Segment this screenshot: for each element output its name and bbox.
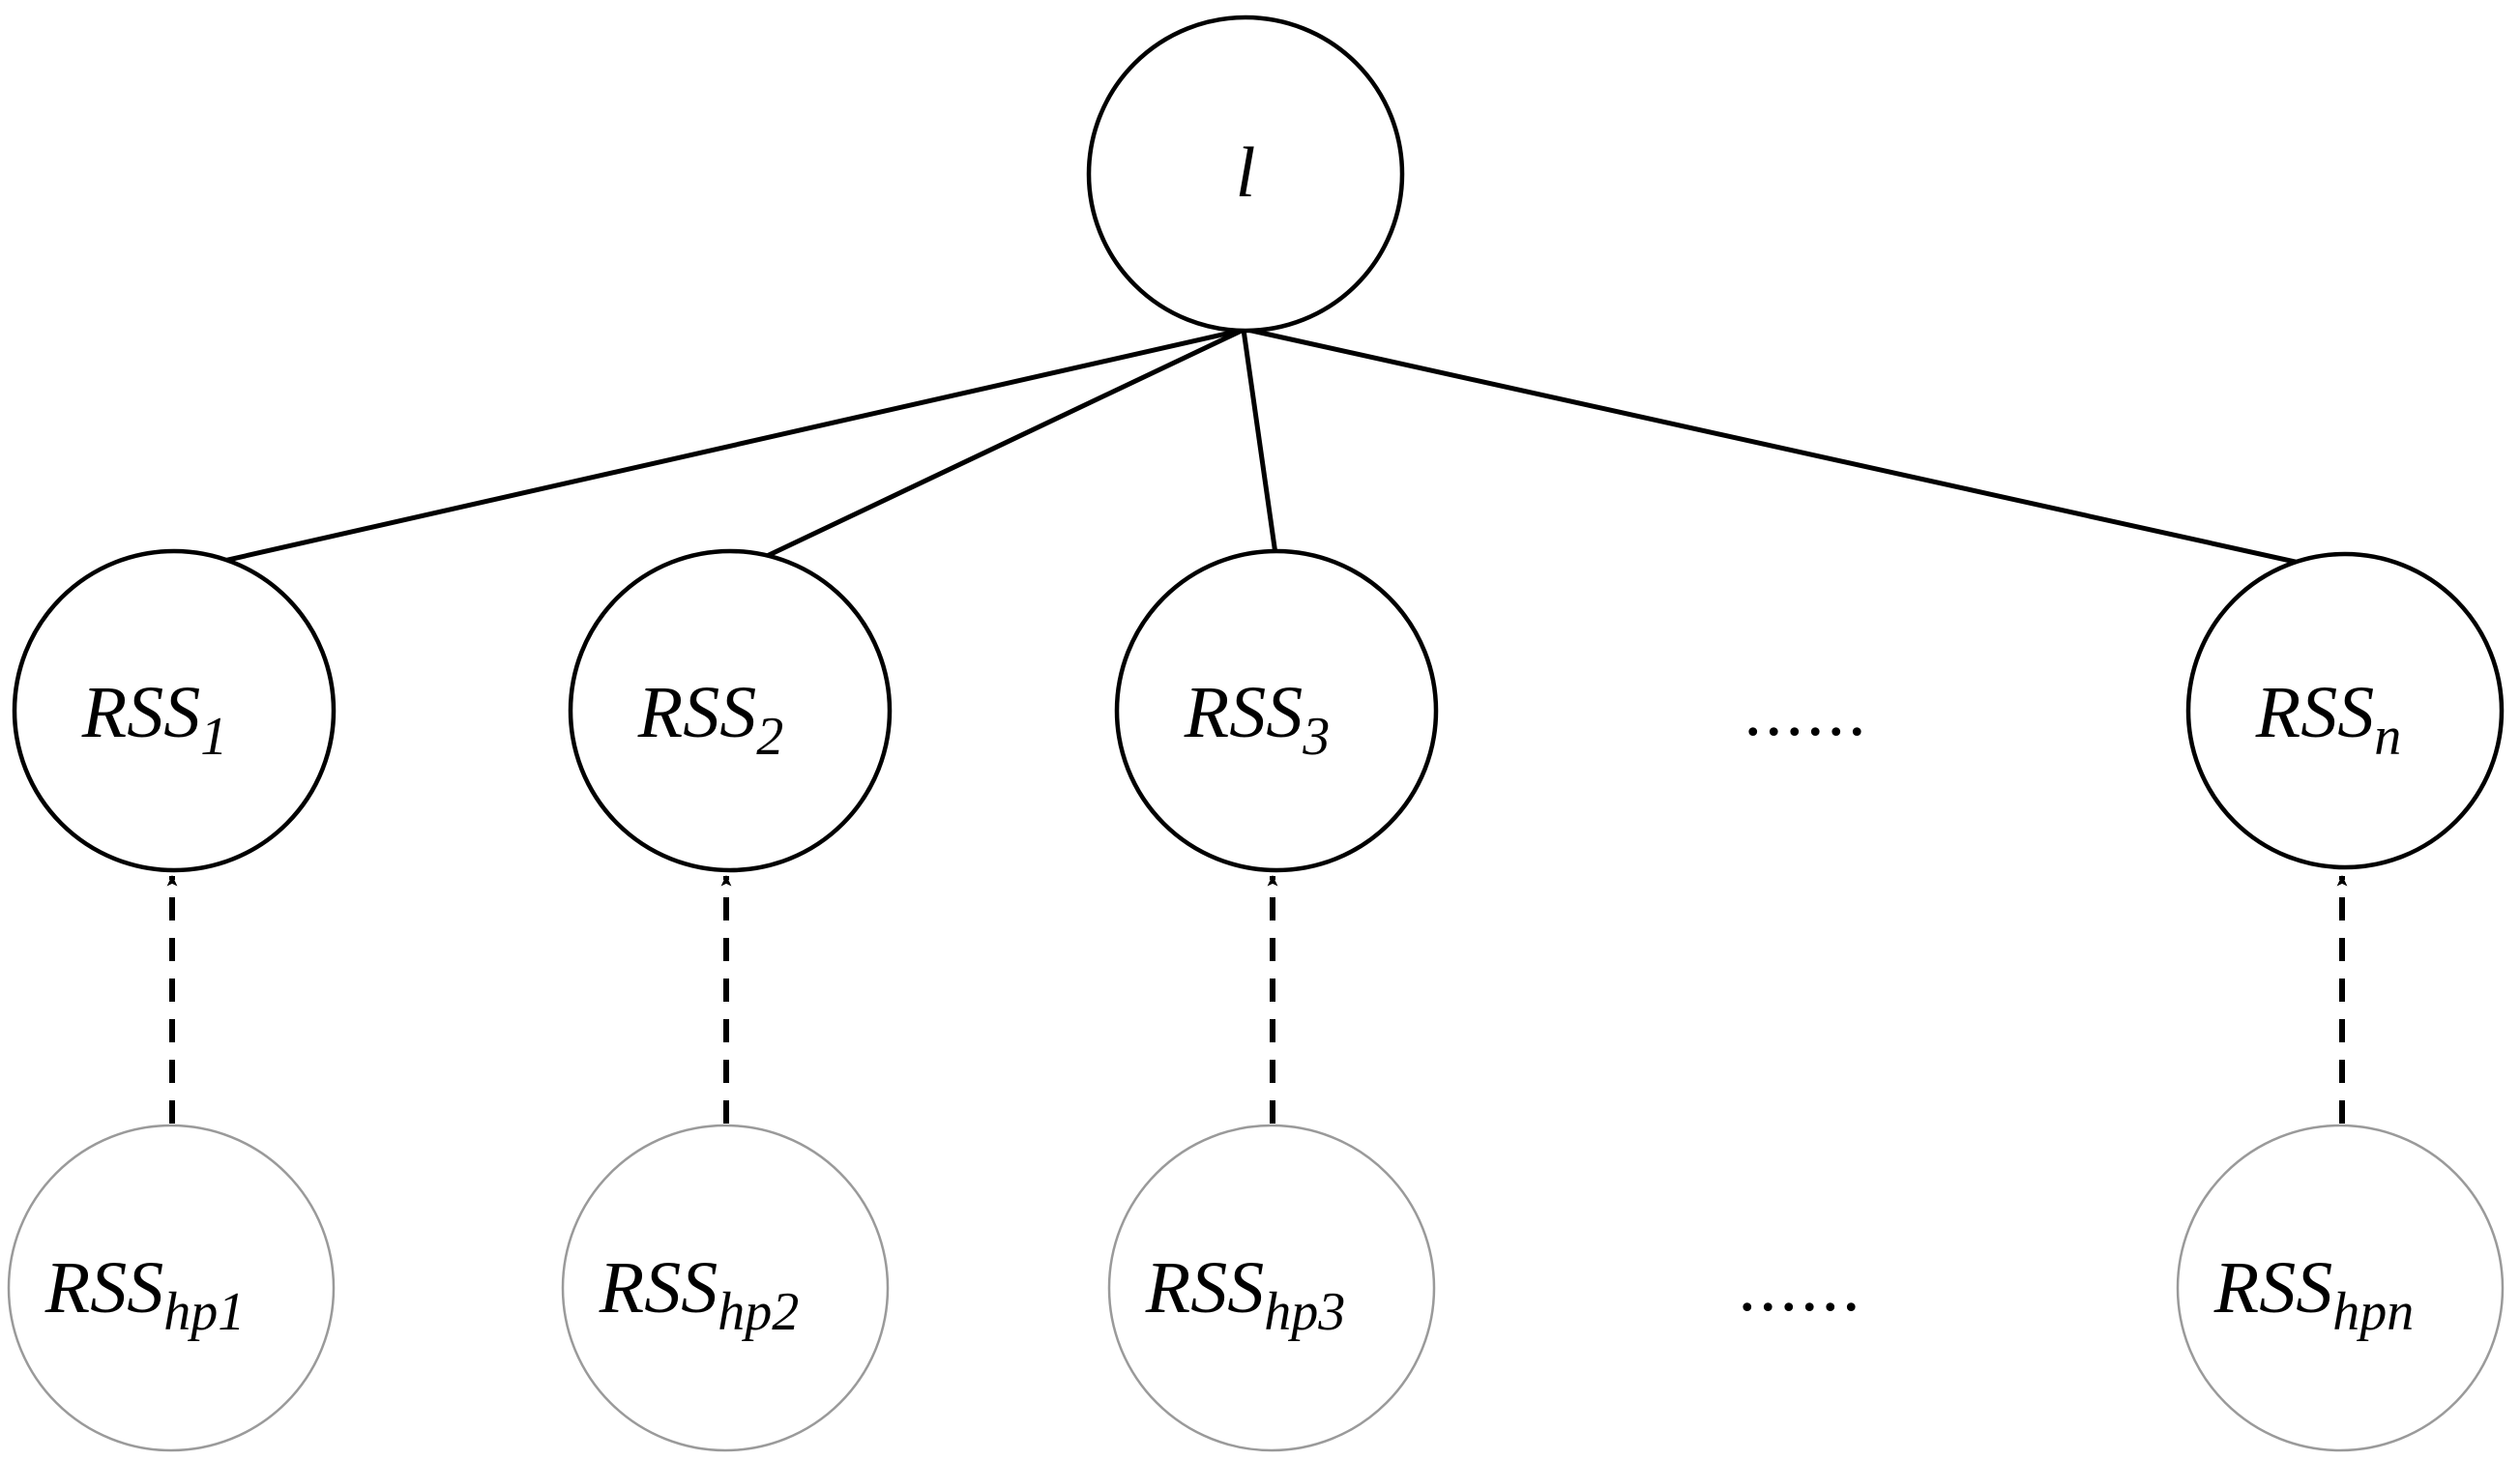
rss-2-label-sub: 2 (756, 707, 783, 767)
rss-hp-2-label: RSShp2 (599, 1247, 799, 1341)
rss-3-circle[interactable] (1114, 548, 1439, 873)
rss-hp-3-label: RSShp3 (1145, 1247, 1345, 1341)
root-node-label: l (1236, 133, 1256, 213)
rss-2-circle[interactable] (568, 548, 893, 873)
rss-hp-1-label: RSShp1 (44, 1247, 245, 1341)
rss-2-label: RSS2 (637, 672, 783, 766)
rss-1-circle[interactable] (12, 548, 337, 873)
rss-2[interactable]: RSS2 (568, 548, 893, 873)
rss-hp-n[interactable]: RSShpn (2176, 1124, 2505, 1452)
ellipsis-rss-hp-row: ...... (1739, 1247, 1863, 1327)
rss-3-label-main: RSS (1184, 672, 1303, 753)
rss-3-label-sub: 3 (1302, 707, 1330, 767)
root-node-l[interactable]: l (1086, 15, 1405, 334)
rss-hp-2-label-main: RSS (599, 1247, 718, 1329)
solid-edge-group (189, 327, 2327, 572)
rss-hp-n-label-main: RSS (2213, 1247, 2332, 1329)
rss-n[interactable]: RSSn (2185, 551, 2505, 870)
rss-hp-2-circle[interactable] (561, 1124, 890, 1452)
ellipsis-group: ...... ...... (1739, 672, 1869, 1327)
rss-n-circle[interactable] (2185, 551, 2505, 870)
edge-root-to-rss-3 (1241, 329, 1280, 562)
rss-1-label: RSS1 (81, 672, 227, 766)
dashed-edge-group (166, 875, 2348, 1124)
edge-root-to-rss-1 (189, 327, 1245, 571)
rss-n-label: RSSn (2255, 672, 2401, 766)
rss-hp-1[interactable]: RSShp1 (7, 1124, 336, 1452)
rss-hp-1-circle[interactable] (7, 1124, 336, 1452)
ellipsis-rss-row: ...... (1744, 672, 1869, 751)
rss-hp-2[interactable]: RSShp2 (561, 1124, 890, 1452)
rss-hp-3-label-sub: hp3 (1264, 1282, 1345, 1342)
rss-hp-1-label-main: RSS (44, 1247, 163, 1329)
rss-hp-n-label: RSShpn (2213, 1247, 2414, 1341)
rss-3-label: RSS3 (1184, 672, 1330, 766)
rss-hp-3-label-main: RSS (1145, 1247, 1264, 1329)
rss-hp-node-group: RSShp1 RSShp2 RSShp3 RSShpn (7, 1124, 2505, 1452)
rss-1-label-sub: 1 (200, 707, 227, 767)
rss-hp-3[interactable]: RSShp3 (1107, 1124, 1436, 1452)
rss-hp-2-label-sub: hp2 (718, 1282, 799, 1342)
rss-n-label-main: RSS (2255, 672, 2374, 753)
rss-3[interactable]: RSS3 (1114, 548, 1439, 873)
rss-hp-n-label-sub: hpn (2332, 1282, 2414, 1342)
rss-1[interactable]: RSS1 (12, 548, 337, 873)
rss-hp-1-label-sub: hp1 (163, 1282, 245, 1342)
edge-root-to-rss-2 (745, 327, 1245, 569)
rss-2-label-main: RSS (637, 672, 756, 753)
edge-root-to-rss-n (1246, 327, 2327, 572)
rss-hp-3-circle[interactable] (1107, 1124, 1436, 1452)
root-node-circle[interactable] (1086, 15, 1405, 334)
rss-n-label-sub: n (2374, 707, 2401, 767)
rss-node-group: RSS1 RSS2 RSS3 RSSn (12, 548, 2505, 873)
rss-hp-n-circle[interactable] (2176, 1124, 2505, 1452)
rss-1-label-main: RSS (81, 672, 200, 753)
